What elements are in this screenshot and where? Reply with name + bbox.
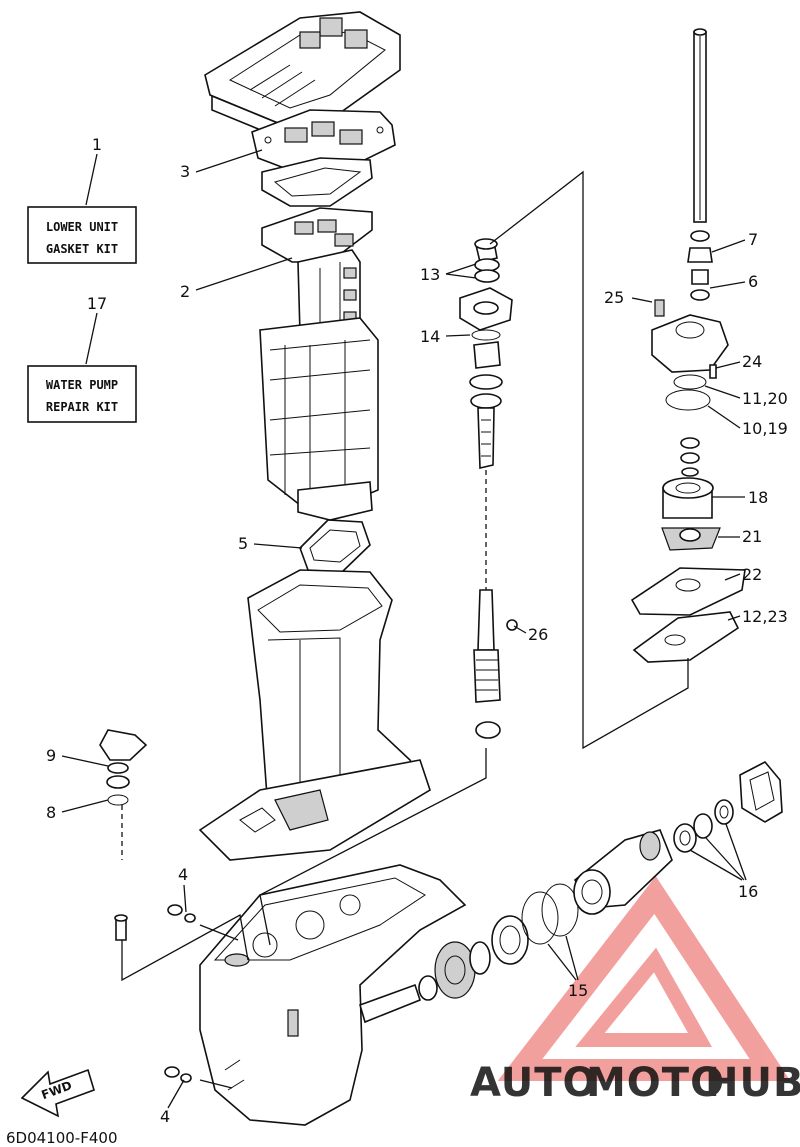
prop-shaft-housing xyxy=(573,829,673,915)
kit-box-water-pump-repair: WATER PUMP REPAIR KIT 17 xyxy=(27,294,137,423)
callout-24: 24 xyxy=(742,352,762,371)
gasket-3 xyxy=(251,109,396,175)
callout-18: 18 xyxy=(748,488,768,507)
bolts-4 xyxy=(164,904,196,1083)
callout-10-19: 10,19 xyxy=(742,419,788,438)
watermark-hub: HUB xyxy=(705,1060,800,1106)
water-pump-parts xyxy=(630,230,746,663)
exhaust-guide xyxy=(259,249,379,521)
watermark-moto: MOTO xyxy=(586,1060,725,1106)
callout-7: 7 xyxy=(748,230,758,249)
callout-22: 22 xyxy=(742,565,762,584)
kit-label-line1: LOWER UNIT xyxy=(46,220,118,234)
water-tube xyxy=(693,28,707,223)
drive-shaft xyxy=(459,238,518,739)
callout-26: 26 xyxy=(528,625,548,644)
seals-16 xyxy=(673,799,734,853)
callout-21: 21 xyxy=(742,527,762,546)
watermark-text: AUTO MOTO HUB xyxy=(470,1060,800,1106)
watermark-auto: AUTO xyxy=(470,1060,598,1106)
gasket-2 xyxy=(261,207,373,263)
callout-25: 25 xyxy=(604,288,624,307)
callout-16: 16 xyxy=(738,882,758,901)
kit-label-line2: GASKET KIT xyxy=(46,242,118,256)
callout-4-bottom: 4 xyxy=(160,1107,170,1126)
callout-14: 14 xyxy=(420,327,440,346)
callout-6: 6 xyxy=(748,272,758,291)
callout-2: 2 xyxy=(180,282,190,301)
callout-12-23: 12,23 xyxy=(742,607,788,626)
diagram-code: 6D04100-F400 xyxy=(6,1129,117,1147)
trim-tab-cap xyxy=(739,760,783,823)
callout-4-top: 4 xyxy=(178,865,188,884)
gasket-5 xyxy=(299,519,371,573)
o-rings-15 xyxy=(521,883,579,945)
callout-1: 1 xyxy=(92,135,102,154)
forward-gear xyxy=(418,915,529,1001)
callout-5: 5 xyxy=(238,534,248,553)
callout-15: 15 xyxy=(568,981,588,1000)
callout-3: 3 xyxy=(180,162,190,181)
exhaust-plate xyxy=(261,157,373,207)
callout-8: 8 xyxy=(46,803,56,822)
callout-13: 13 xyxy=(420,265,440,284)
lower-casing xyxy=(199,864,467,1126)
shift-rod-parts xyxy=(99,729,148,941)
forward-direction-arrow: FWD xyxy=(20,1068,95,1118)
kit-label-line1: WATER PUMP xyxy=(46,378,118,392)
callout-17: 17 xyxy=(87,294,107,313)
kit-label-line2: REPAIR KIT xyxy=(46,400,118,414)
callout-9: 9 xyxy=(46,746,56,765)
callouts: 3 2 5 13 14 26 7 6 25 24 11,20 10,19 18 … xyxy=(46,149,788,1126)
watermark-logo xyxy=(497,876,791,1081)
upper-casing xyxy=(198,569,431,861)
assembly-guide-lines xyxy=(121,170,689,1089)
kit-box-lower-unit-gasket: LOWER UNIT GASKET KIT 1 xyxy=(27,135,137,264)
callout-11-20: 11,20 xyxy=(742,389,788,408)
